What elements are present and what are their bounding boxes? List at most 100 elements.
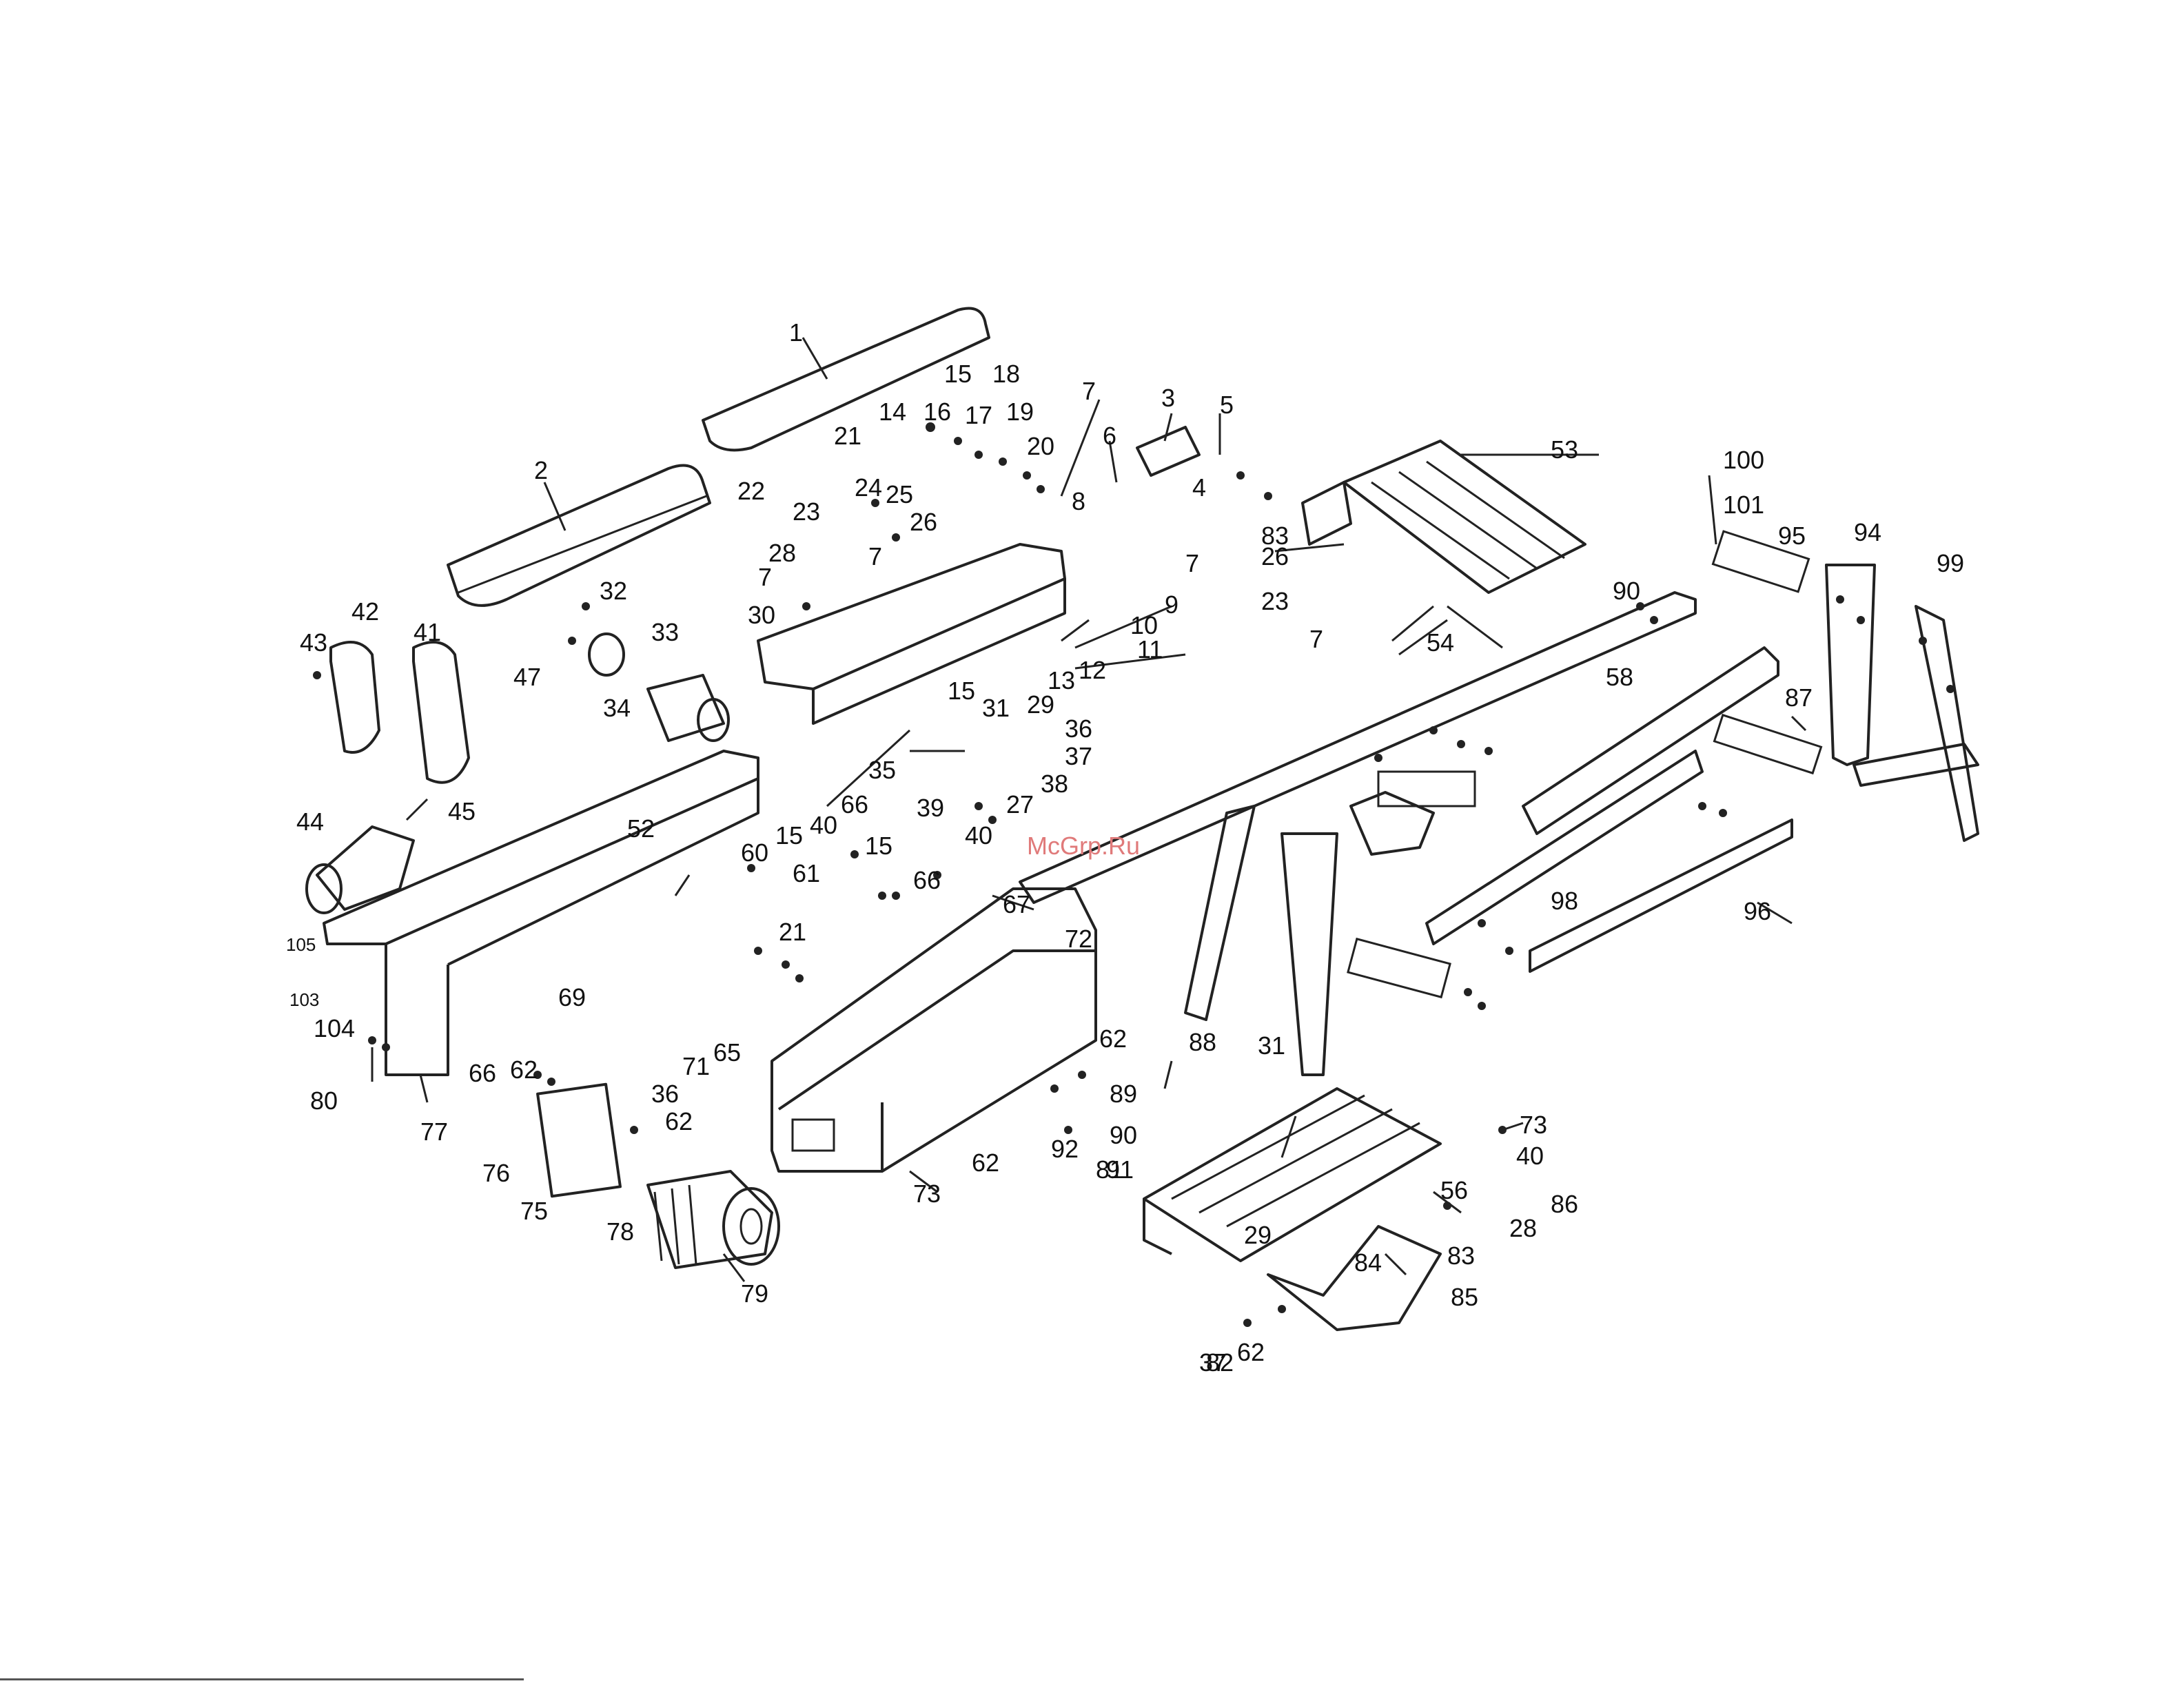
callout-31a: 31: [982, 694, 1010, 722]
callout-40a: 40: [810, 811, 837, 839]
callout-67: 67: [1003, 890, 1030, 918]
callout-7b: 7: [1185, 549, 1199, 577]
footer-rule: [0, 1678, 524, 1680]
callout-73a: 73: [913, 1180, 941, 1208]
callout-72: 72: [1065, 925, 1092, 953]
callout-47: 47: [513, 663, 541, 691]
hardware-dots: [313, 422, 1955, 1327]
callout-41: 41: [414, 618, 441, 646]
callout-18: 18: [992, 360, 1020, 388]
callout-58: 58: [1606, 663, 1633, 691]
callout-15b: 15: [948, 677, 975, 705]
belt-guard-42: [329, 641, 380, 754]
callout-83b: 83: [1447, 1242, 1475, 1270]
callout-40b: 40: [965, 821, 992, 850]
callout-labels: 1 2 3 5 4 6 7 7 7 7 7 8 9 10 11 12 13 14…: [286, 318, 1964, 1377]
callout-90b: 90: [1110, 1121, 1137, 1149]
callout-103: 103: [289, 989, 319, 1010]
upper-table-part-1: [702, 307, 990, 452]
callout-101: 101: [1723, 491, 1764, 519]
callout-12: 12: [1079, 656, 1106, 684]
lower-base-frame: [323, 750, 759, 945]
callout-66b: 66: [913, 866, 941, 894]
callout-77: 77: [420, 1118, 448, 1146]
callout-73b: 73: [1520, 1111, 1547, 1139]
callout-15d: 15: [865, 832, 892, 860]
callout-42: 42: [351, 597, 379, 626]
leg-front-b: [1280, 832, 1338, 1076]
callout-82: 82: [1206, 1348, 1234, 1377]
callout-40c: 40: [1516, 1142, 1544, 1170]
callout-79: 79: [741, 1279, 768, 1308]
callout-94: 94: [1854, 518, 1881, 546]
callout-69: 69: [558, 983, 586, 1011]
callout-15c: 15: [775, 821, 803, 850]
callout-2: 2: [534, 456, 548, 484]
callout-24: 24: [855, 473, 882, 502]
callout-62a: 62: [1099, 1025, 1127, 1053]
callout-34: 34: [603, 694, 631, 722]
callout-35: 35: [868, 756, 896, 784]
callout-100: 100: [1723, 446, 1764, 474]
callout-26b: 26: [1261, 542, 1289, 570]
callout-90a: 90: [1613, 577, 1640, 605]
callout-3: 3: [1161, 384, 1175, 412]
long-rail-98: [1425, 750, 1704, 945]
leg-mid: [1853, 743, 1979, 787]
watermark: McGrp.Ru: [1027, 832, 1140, 860]
callout-17: 17: [965, 401, 992, 429]
callout-5: 5: [1220, 391, 1234, 419]
callout-62d: 62: [972, 1149, 999, 1177]
long-rail-96: [1529, 819, 1793, 973]
callout-54: 54: [1427, 628, 1454, 657]
callout-1: 1: [789, 318, 803, 347]
callout-87: 87: [1785, 683, 1813, 712]
callout-20: 20: [1027, 432, 1054, 460]
callout-81: 81: [1096, 1155, 1123, 1184]
callout-80a: 80: [310, 1087, 338, 1115]
callout-36b: 36: [651, 1080, 679, 1108]
callout-65: 65: [713, 1038, 741, 1067]
callout-98: 98: [1551, 887, 1578, 915]
callout-4: 4: [1192, 473, 1206, 502]
callout-22: 22: [737, 477, 765, 505]
grated-table-31: [1143, 1087, 1442, 1262]
callout-28a: 28: [768, 539, 796, 567]
callout-76: 76: [482, 1159, 510, 1187]
callout-89: 89: [1110, 1080, 1137, 1108]
long-rail-upper: [1019, 591, 1697, 904]
callout-84: 84: [1354, 1248, 1382, 1277]
callout-62c: 62: [665, 1107, 693, 1135]
motor-plate-75: [536, 1082, 622, 1198]
callout-83a: 83: [1261, 522, 1289, 550]
callout-33: 33: [651, 618, 679, 646]
callout-56: 56: [1440, 1176, 1468, 1204]
callout-62e: 62: [1237, 1338, 1265, 1366]
callout-37b: 37: [1199, 1348, 1227, 1377]
callout-19: 19: [1006, 398, 1034, 426]
bracket-a: [1377, 770, 1476, 807]
bracket-87: [1713, 713, 1823, 775]
callout-88: 88: [1189, 1028, 1216, 1056]
callout-53: 53: [1551, 435, 1578, 464]
callout-23b: 23: [1261, 587, 1289, 615]
callout-38: 38: [1041, 770, 1068, 798]
callout-99: 99: [1937, 549, 1964, 577]
callout-30: 30: [748, 601, 775, 629]
part-outlines: [305, 307, 1979, 1331]
callout-7a: 7: [1082, 377, 1096, 405]
callout-75: 75: [520, 1197, 548, 1225]
callout-10: 10: [1130, 611, 1158, 639]
callout-25: 25: [886, 480, 913, 508]
callout-15a: 15: [944, 360, 972, 388]
callout-21a: 21: [834, 422, 861, 450]
callout-44: 44: [296, 807, 324, 836]
callout-29b: 29: [1244, 1221, 1272, 1249]
callout-60: 60: [741, 838, 768, 867]
callout-7c: 7: [758, 563, 772, 591]
belt-41: [412, 641, 470, 784]
dust-chute-44: [316, 825, 415, 911]
callout-37a: 37: [1065, 742, 1092, 770]
callout-36a: 36: [1065, 714, 1092, 743]
callout-11: 11: [1137, 635, 1163, 663]
